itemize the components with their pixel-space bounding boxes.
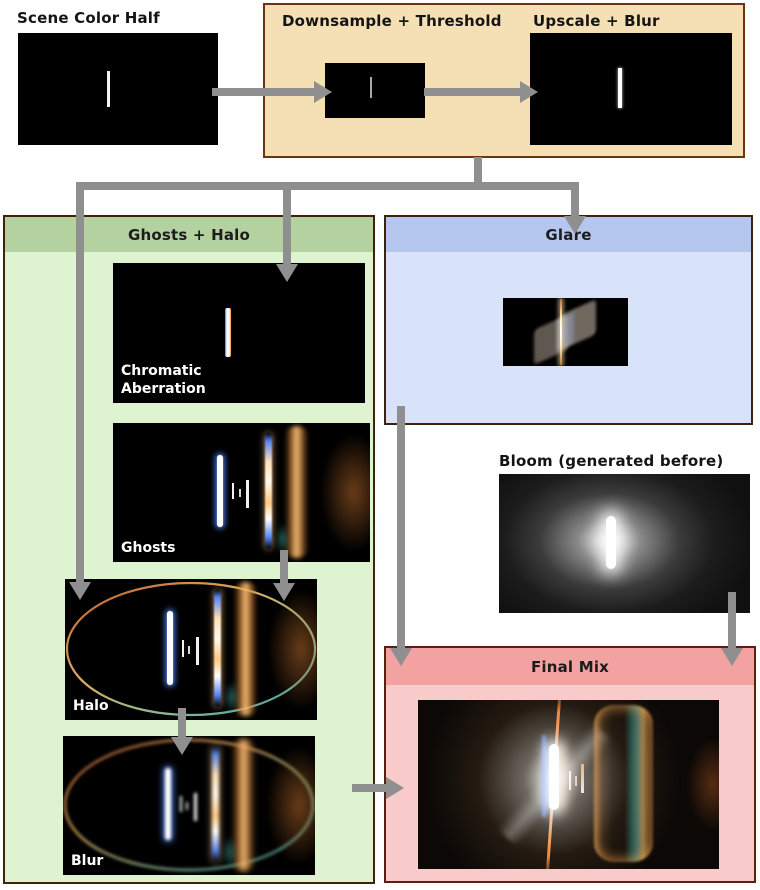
blur-streak-orange	[231, 738, 255, 871]
final-mark-3	[580, 764, 584, 793]
final-light-capsule	[549, 743, 560, 810]
arrow-glare-to-final-head	[390, 648, 412, 666]
blur-teal-glow	[221, 836, 237, 869]
downsample-light-line	[370, 76, 372, 99]
arrow-scene-to-downsample	[212, 88, 314, 96]
scene-light-line	[107, 71, 110, 107]
chromatic-aberration-image: Chromatic Aberration	[113, 263, 365, 403]
halo-mark-3	[195, 636, 199, 665]
final-blue-bar	[542, 735, 547, 817]
halo-orange-blob	[266, 587, 317, 712]
ghosts-image: Ghosts	[113, 423, 370, 562]
ghosts-halo-title: Ghosts + Halo	[127, 225, 251, 244]
blur-orange-blob	[264, 744, 315, 867]
scene-color-half-image	[18, 33, 218, 145]
chromatic-line	[225, 307, 232, 357]
blur-mark-3	[193, 792, 197, 821]
final-mix-panel-header: Final Mix	[386, 648, 754, 685]
scene-color-half-label: Scene Color Half	[17, 9, 160, 27]
final-orange-blob	[685, 737, 719, 832]
arrow-blur-to-final-head	[386, 777, 404, 799]
final-mix-image	[418, 700, 719, 869]
ghost-streak-warm	[265, 432, 273, 550]
halo-mark-1	[181, 639, 184, 657]
final-rainbow-ghost	[594, 705, 653, 863]
blur-streak-blue	[165, 767, 172, 841]
ghosts-halo-panel-header: Ghosts + Halo	[5, 217, 373, 252]
arrow-scene-to-downsample-head	[314, 81, 332, 103]
ghost-mark-1	[231, 482, 234, 500]
arrow-downsample-to-upscale-head	[520, 81, 538, 103]
halo-streak-blue	[167, 611, 174, 685]
blur-mark-1	[179, 795, 182, 813]
connector-middle-branch	[283, 182, 291, 264]
arrow-downsample-to-upscale	[424, 88, 520, 96]
blur-streak-warm	[212, 745, 220, 863]
downsample-threshold-image	[325, 63, 425, 118]
glare-light-line	[559, 299, 562, 365]
halo-teal-glow	[223, 680, 239, 713]
downsample-threshold-label: Downsample + Threshold	[282, 12, 502, 30]
upscale-blur-image	[530, 33, 732, 145]
chromatic-aberration-label: Chromatic Aberration	[121, 362, 206, 397]
bloom-capsule	[606, 515, 617, 569]
halo-mark-2	[188, 645, 191, 655]
ghost-mark-3	[246, 479, 250, 508]
glare-blue-tint	[555, 312, 573, 352]
ghost-streak-orange	[285, 425, 309, 558]
halo-label: Halo	[73, 697, 109, 714]
final-mark-2	[574, 776, 577, 787]
halo-image: Halo	[65, 579, 317, 720]
upscale-blur-label: Upscale + Blur	[533, 12, 660, 30]
final-mark-1	[568, 770, 571, 790]
arrow-into-chromatic-head	[276, 264, 298, 282]
arrow-bloom-to-final	[728, 592, 736, 648]
halo-streak-warm	[214, 588, 222, 708]
arrow-halo-to-blur	[178, 708, 186, 737]
arrow-ghosts-to-halo-head	[273, 583, 295, 601]
blur-label: Blur	[71, 852, 104, 869]
arrow-bloom-to-final-head	[721, 648, 743, 666]
upscale-light-line	[618, 67, 623, 109]
final-mix-title: Final Mix	[530, 657, 610, 676]
glare-image	[503, 298, 628, 366]
blur-image: Blur	[63, 736, 315, 875]
connector-threshold-stub	[474, 157, 482, 186]
connector-left-branch	[76, 182, 84, 582]
bloom-label: Bloom (generated before)	[499, 452, 724, 470]
ghost-mark-2	[238, 489, 241, 498]
ghost-orange-blob	[318, 431, 370, 554]
connector-distribution-bar	[76, 182, 578, 190]
blur-content	[63, 736, 315, 875]
halo-streak-orange	[233, 581, 257, 716]
ghost-teal-glow	[274, 523, 291, 556]
ghost-streak-blue	[217, 454, 224, 528]
arrow-blur-to-final	[352, 784, 386, 792]
arrow-halo-to-blur-head	[171, 737, 193, 755]
arrow-ghosts-to-halo	[280, 550, 288, 583]
bloom-glow	[499, 474, 750, 613]
arrow-glare-to-final	[397, 406, 405, 648]
ghosts-label: Ghosts	[121, 539, 176, 556]
arrow-into-glare-head	[564, 216, 586, 234]
blur-mark-2	[186, 802, 189, 811]
bloom-image	[499, 474, 750, 613]
connector-right-branch	[571, 182, 579, 216]
arrow-into-halo-head	[69, 582, 91, 600]
